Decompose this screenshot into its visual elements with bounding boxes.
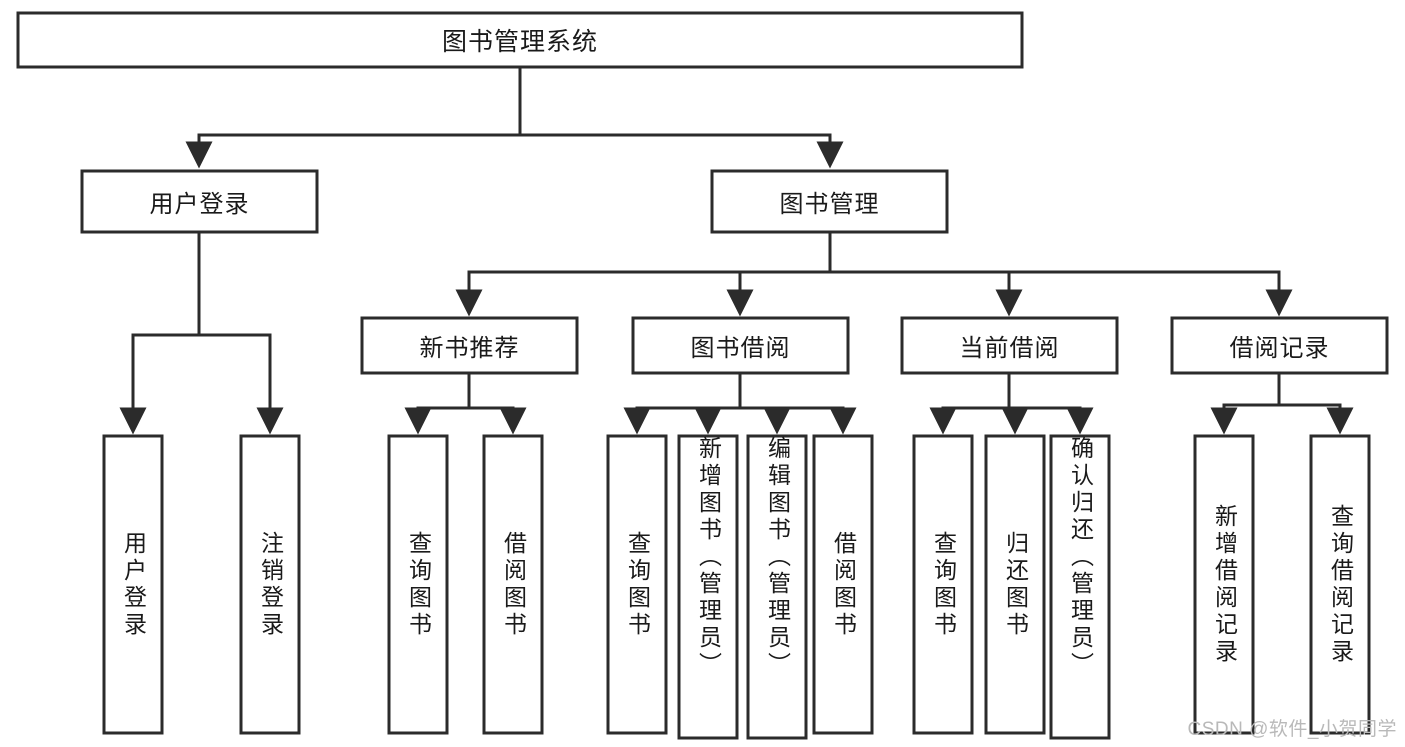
node-leaf-return-book[interactable] xyxy=(984,434,1046,735)
node-borrow-records[interactable] xyxy=(1170,316,1389,375)
node-new-book-recommend[interactable] xyxy=(360,316,579,375)
node-leaf-query-books-borrow[interactable] xyxy=(606,434,668,735)
node-leaf-query-books-current[interactable] xyxy=(912,434,974,735)
node-book-borrow[interactable] xyxy=(631,316,850,375)
node-current-borrow[interactable] xyxy=(900,316,1119,375)
node-leaf-borrow-books-new[interactable] xyxy=(482,434,544,735)
node-leaf-query-books-new[interactable] xyxy=(387,434,449,735)
node-leaf-user-logout[interactable] xyxy=(239,434,301,735)
node-leaf-edit-book-admin[interactable] xyxy=(746,434,808,740)
node-leaf-user-login[interactable] xyxy=(102,434,164,735)
node-book-management[interactable] xyxy=(710,169,949,234)
node-root[interactable] xyxy=(16,11,1024,69)
node-leaf-add-book-admin[interactable] xyxy=(677,434,739,740)
node-leaf-query-borrow-record[interactable] xyxy=(1309,434,1371,735)
node-leaf-add-borrow-record[interactable] xyxy=(1193,434,1255,735)
node-leaf-confirm-return-admin[interactable] xyxy=(1049,434,1111,740)
node-leaf-borrow-book[interactable] xyxy=(812,434,874,735)
node-user-login[interactable] xyxy=(80,169,319,234)
